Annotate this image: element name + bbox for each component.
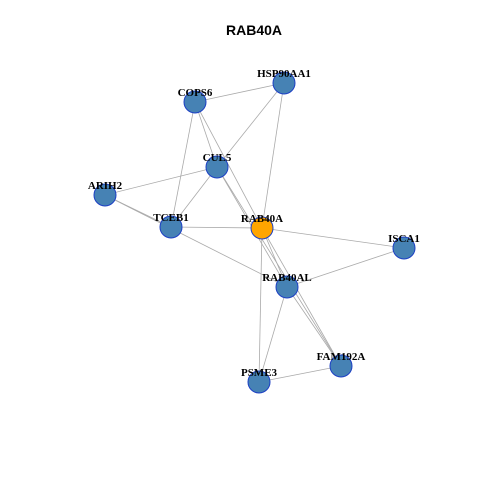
edge-arih2-rab40al	[104, 194, 288, 288]
node-rab40al	[275, 275, 299, 299]
node-rab40a	[250, 216, 274, 240]
node-label-cops6: COPS6	[178, 87, 213, 99]
node-cul5	[205, 155, 229, 179]
edge-cul5-tceb1	[170, 166, 218, 228]
node-label-tceb1: TCEB1	[153, 212, 188, 224]
node-arih2	[93, 183, 117, 207]
edge-cul5-arih2	[104, 166, 218, 196]
edge-rab40al-fam192a	[286, 286, 342, 367]
node-layer	[93, 71, 416, 394]
node-label-rab40al: RAB40AL	[262, 272, 312, 284]
edge-cops6-rab40a	[194, 101, 263, 229]
node-hsp90aa1	[272, 71, 296, 95]
node-isca1	[392, 236, 416, 260]
edge-rab40a-fam192a	[261, 227, 342, 367]
edge-rab40a-isca1	[261, 227, 405, 249]
edge-layer	[104, 82, 405, 383]
node-fam192a	[329, 354, 353, 378]
node-label-fam192a: FAM192A	[317, 351, 366, 363]
edge-hsp90aa1-rab40a	[261, 82, 285, 229]
edge-cops6-tceb1	[170, 101, 196, 228]
node-label-rab40a: RAB40A	[241, 213, 283, 225]
node-psme3	[247, 370, 271, 394]
node-cops6	[183, 90, 207, 114]
node-label-isca1: ISCA1	[388, 233, 420, 245]
edge-psme3-fam192a	[258, 365, 342, 383]
edge-hsp90aa1-cul5	[216, 82, 285, 168]
node-tceb1	[159, 215, 183, 239]
edge-isca1-rab40al	[286, 247, 405, 288]
node-label-hsp90aa1: HSP90AA1	[257, 68, 311, 80]
graph-title: RAB40A	[226, 22, 282, 38]
node-label-psme3: PSME3	[241, 367, 278, 379]
node-label-arih2: ARIH2	[88, 180, 123, 192]
edge-rab40al-psme3	[258, 286, 288, 383]
edge-rab40a-psme3	[258, 227, 263, 383]
edge-cul5-fam192a	[216, 166, 342, 367]
edge-tceb1-rab40a	[170, 226, 263, 229]
node-label-cul5: CUL5	[203, 152, 232, 164]
edge-cops6-hsp90aa1	[194, 82, 285, 103]
